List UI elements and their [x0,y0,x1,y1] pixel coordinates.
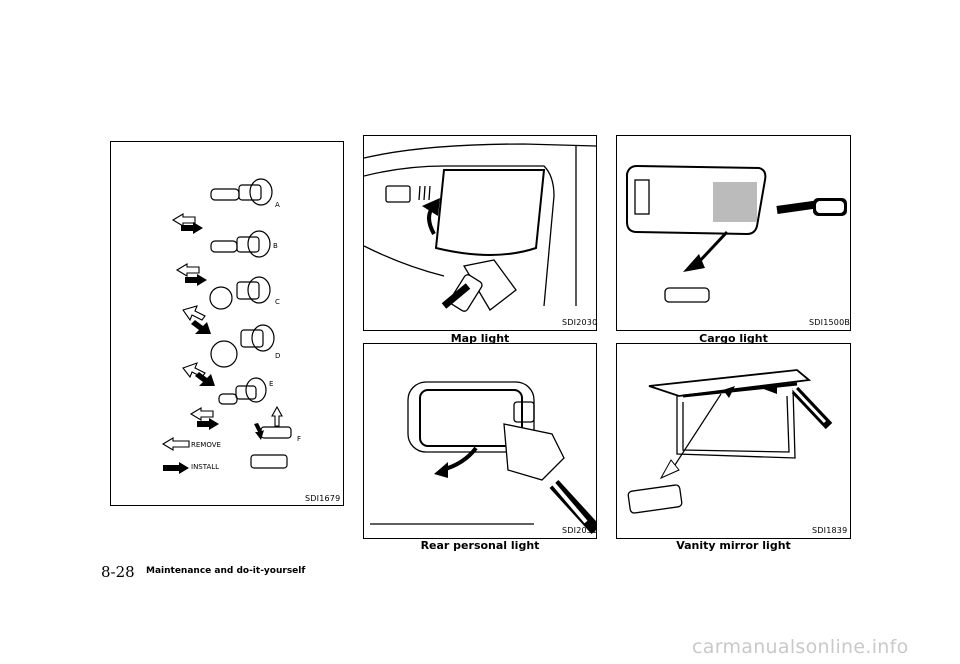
figure-code: SDI1679 [305,494,341,503]
figure-code: SDI1839 [812,526,848,535]
section-title: Maintenance and do-it-yourself [146,566,306,576]
bulb-letter-a: A [275,201,280,209]
vanity-mirror-light-illustration [627,369,833,514]
figure-caption: Map light [450,332,510,345]
figure-caption: Cargo light [699,332,768,345]
map-light-illustration [364,143,596,312]
figure-code: SDI1500B [809,318,851,327]
bulb-letter-f: F [297,435,302,443]
figure-code: SDI2030 [562,318,598,327]
page-number: 8-28 [101,563,135,581]
watermark: carmanualsonline.info [692,636,909,658]
cargo-light-illustration [626,164,847,303]
bulb-letter-c: C [275,298,280,306]
legend-remove-label: REMOVE [191,441,221,449]
rear-personal-light-illustration [370,381,596,535]
bulb-letter-e: E [269,380,274,388]
map-light-figure: SDI2030 [363,135,597,331]
figure-code: SDI2031 [562,526,598,535]
figure-caption: Rear personal light [420,539,540,552]
legend-install-label: INSTALL [191,463,220,471]
bulb-letter-b: B [273,242,278,250]
bulb-letter-d: D [275,352,281,360]
rear-personal-light-figure: SDI2031 [363,343,597,539]
vanity-mirror-light-figure: SDI1839 [616,343,851,539]
bulb-types-illustration [161,178,292,474]
bulb-types-figure: A B C D E F REMOVE INSTALL SDI1679 [110,141,344,506]
figure-caption: Vanity mirror light [676,539,791,552]
cargo-light-figure: SDI1500B [616,135,851,331]
